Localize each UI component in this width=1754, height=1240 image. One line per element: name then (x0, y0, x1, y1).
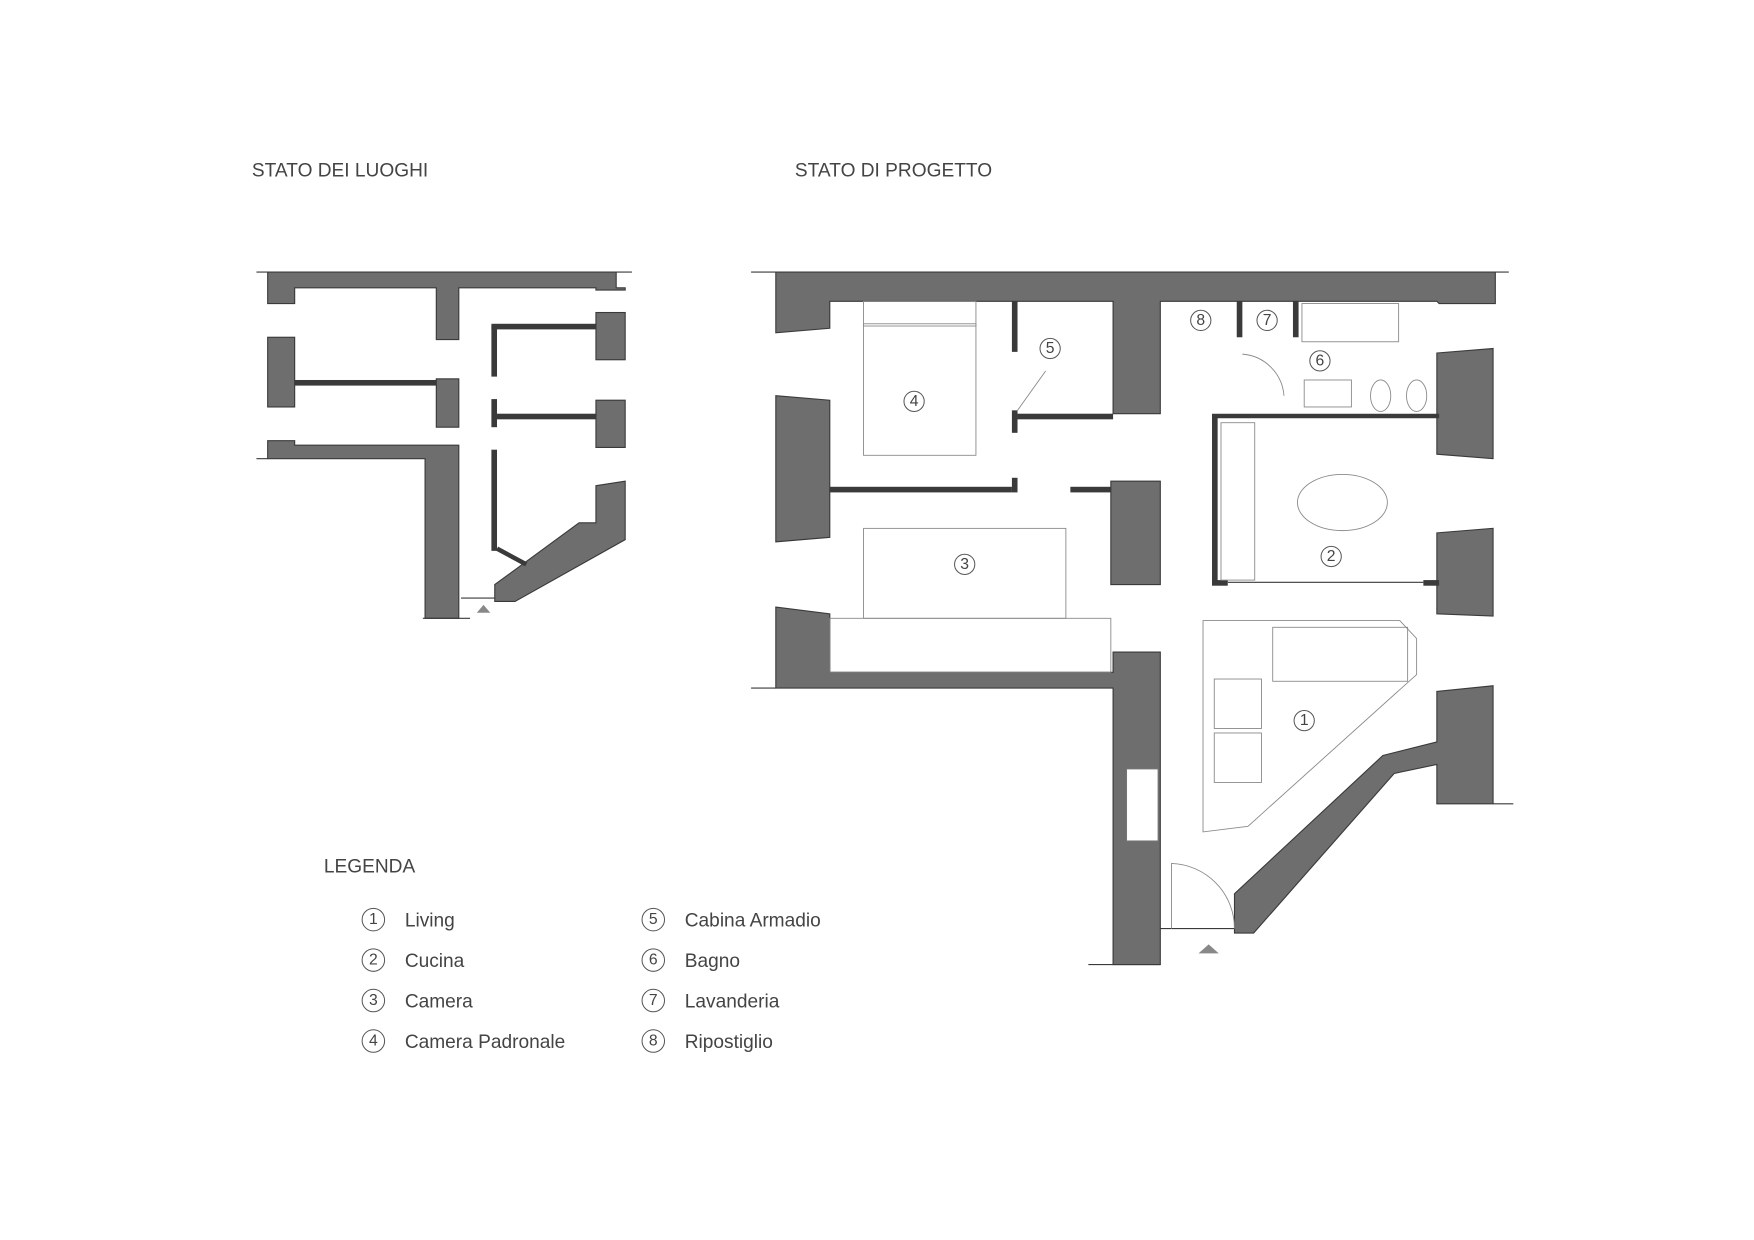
existing-plan (256, 271, 632, 619)
svg-text:7: 7 (649, 992, 658, 1009)
svg-text:3: 3 (960, 556, 969, 573)
svg-text:4: 4 (369, 1033, 378, 1050)
room-tag-6: 6 (1309, 350, 1331, 372)
svg-text:Ripostiglio: Ripostiglio (685, 1032, 773, 1053)
legend-item: 5 Cabina Armadio (641, 907, 821, 932)
svg-text:Living: Living (405, 910, 455, 931)
svg-text:Bagno: Bagno (685, 951, 740, 972)
svg-text:Lavanderia: Lavanderia (685, 991, 780, 1012)
room-tag-1: 1 (1293, 709, 1315, 732)
legend-item: 1 Living (361, 907, 455, 932)
room-tag-7: 7 (1256, 309, 1278, 332)
svg-text:5: 5 (649, 911, 658, 928)
room-tag-5: 5 (1039, 337, 1061, 360)
title-project: STATO DI PROGETTO (795, 161, 992, 182)
room-tag-8: 8 (1190, 309, 1212, 332)
svg-text:6: 6 (649, 952, 658, 969)
svg-text:6: 6 (1316, 352, 1325, 369)
legend-item: 2 Cucina (361, 948, 465, 972)
svg-text:4: 4 (910, 393, 919, 410)
legend-title: LEGENDA (324, 856, 416, 877)
room-tags: 4 5 3 8 7 6 2 1 (903, 309, 1342, 732)
svg-text:1: 1 (369, 911, 378, 928)
svg-text:Cabina Armadio: Cabina Armadio (685, 910, 821, 931)
legend-item: 3 Camera (361, 988, 473, 1013)
room-tag-3: 3 (954, 553, 976, 575)
svg-text:1: 1 (1300, 712, 1309, 729)
svg-text:8: 8 (1196, 312, 1205, 329)
svg-text:7: 7 (1263, 312, 1272, 329)
svg-text:3: 3 (369, 992, 378, 1009)
svg-text:8: 8 (649, 1033, 658, 1050)
entrance-arrow-icon (476, 604, 491, 613)
svg-text:Camera: Camera (405, 991, 473, 1012)
project-plan (751, 271, 1514, 966)
svg-text:Cucina: Cucina (405, 951, 465, 972)
legend-item: 6 Bagno (641, 948, 740, 972)
room-tag-2: 2 (1320, 545, 1342, 568)
svg-text:5: 5 (1046, 340, 1055, 357)
svg-text:2: 2 (1327, 548, 1336, 565)
legend-item: 7 Lavanderia (641, 988, 780, 1013)
legend: LEGENDA 1 Living 2 Cucina 3 Camera 4 Camera … (324, 856, 821, 1053)
entrance-arrow-icon (1198, 944, 1219, 954)
legend-item: 4 Camera Padronale (361, 1029, 565, 1053)
room-tag-4: 4 (903, 390, 925, 412)
legend-item: 8 Ripostiglio (641, 1029, 773, 1053)
svg-text:Camera Padronale: Camera Padronale (405, 1032, 565, 1053)
svg-text:2: 2 (369, 952, 378, 969)
title-existing: STATO DEI LUOGHI (252, 161, 428, 182)
